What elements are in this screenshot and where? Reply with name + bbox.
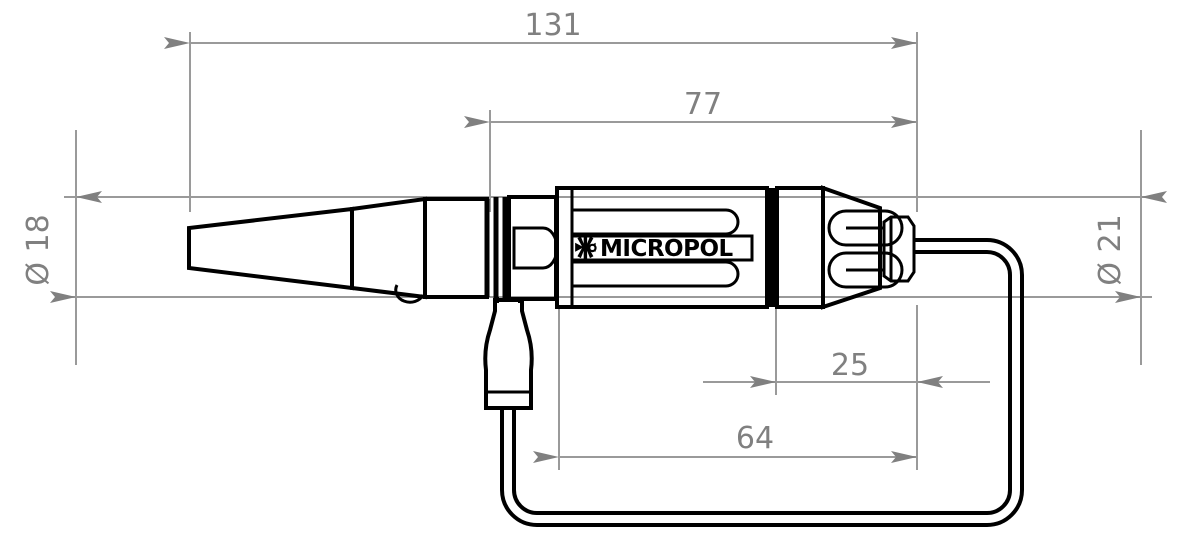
- dim-label-131: 131: [524, 8, 581, 43]
- micropol-wordmark: MICROPOL: [600, 236, 733, 262]
- logo-plate: [570, 234, 754, 262]
- dimension-lines-vertical: [50, 130, 1167, 365]
- probe-tip-detent: [394, 284, 425, 304]
- probe-outline: [187, 185, 1024, 527]
- dim-label-77: 77: [684, 87, 722, 122]
- cable-boot-stub: [495, 297, 522, 303]
- cable-inner: [512, 250, 1012, 515]
- dimension-lines-horizontal: [164, 37, 917, 463]
- micropol-star-icon: [575, 235, 597, 259]
- grip-slot-lower: [570, 260, 740, 288]
- probe-head: [775, 186, 825, 309]
- cable-strain-relief: [483, 298, 534, 410]
- probe-ferrule: [423, 197, 489, 299]
- head-relief-lower: [827, 251, 904, 289]
- probe-inner-plunger: [512, 226, 559, 270]
- micropol-logo: MICROPOL: [575, 235, 734, 262]
- probe-collar: [507, 195, 558, 301]
- probe-tip-cone: [187, 206, 354, 291]
- cable-gland-nut: [882, 215, 916, 283]
- dim-label-diameter-18: Ø 18: [21, 214, 56, 285]
- probe-shoulder: [350, 196, 427, 300]
- dim-label-25: 25: [831, 348, 869, 383]
- probe-head-taper: [821, 185, 882, 310]
- grip-slot-upper: [570, 208, 740, 236]
- cable-outer: [500, 238, 1024, 527]
- dim-label-64: 64: [736, 421, 774, 456]
- body-separator-band: [767, 188, 777, 307]
- dim-label-diameter-21: Ø 21: [1093, 214, 1128, 285]
